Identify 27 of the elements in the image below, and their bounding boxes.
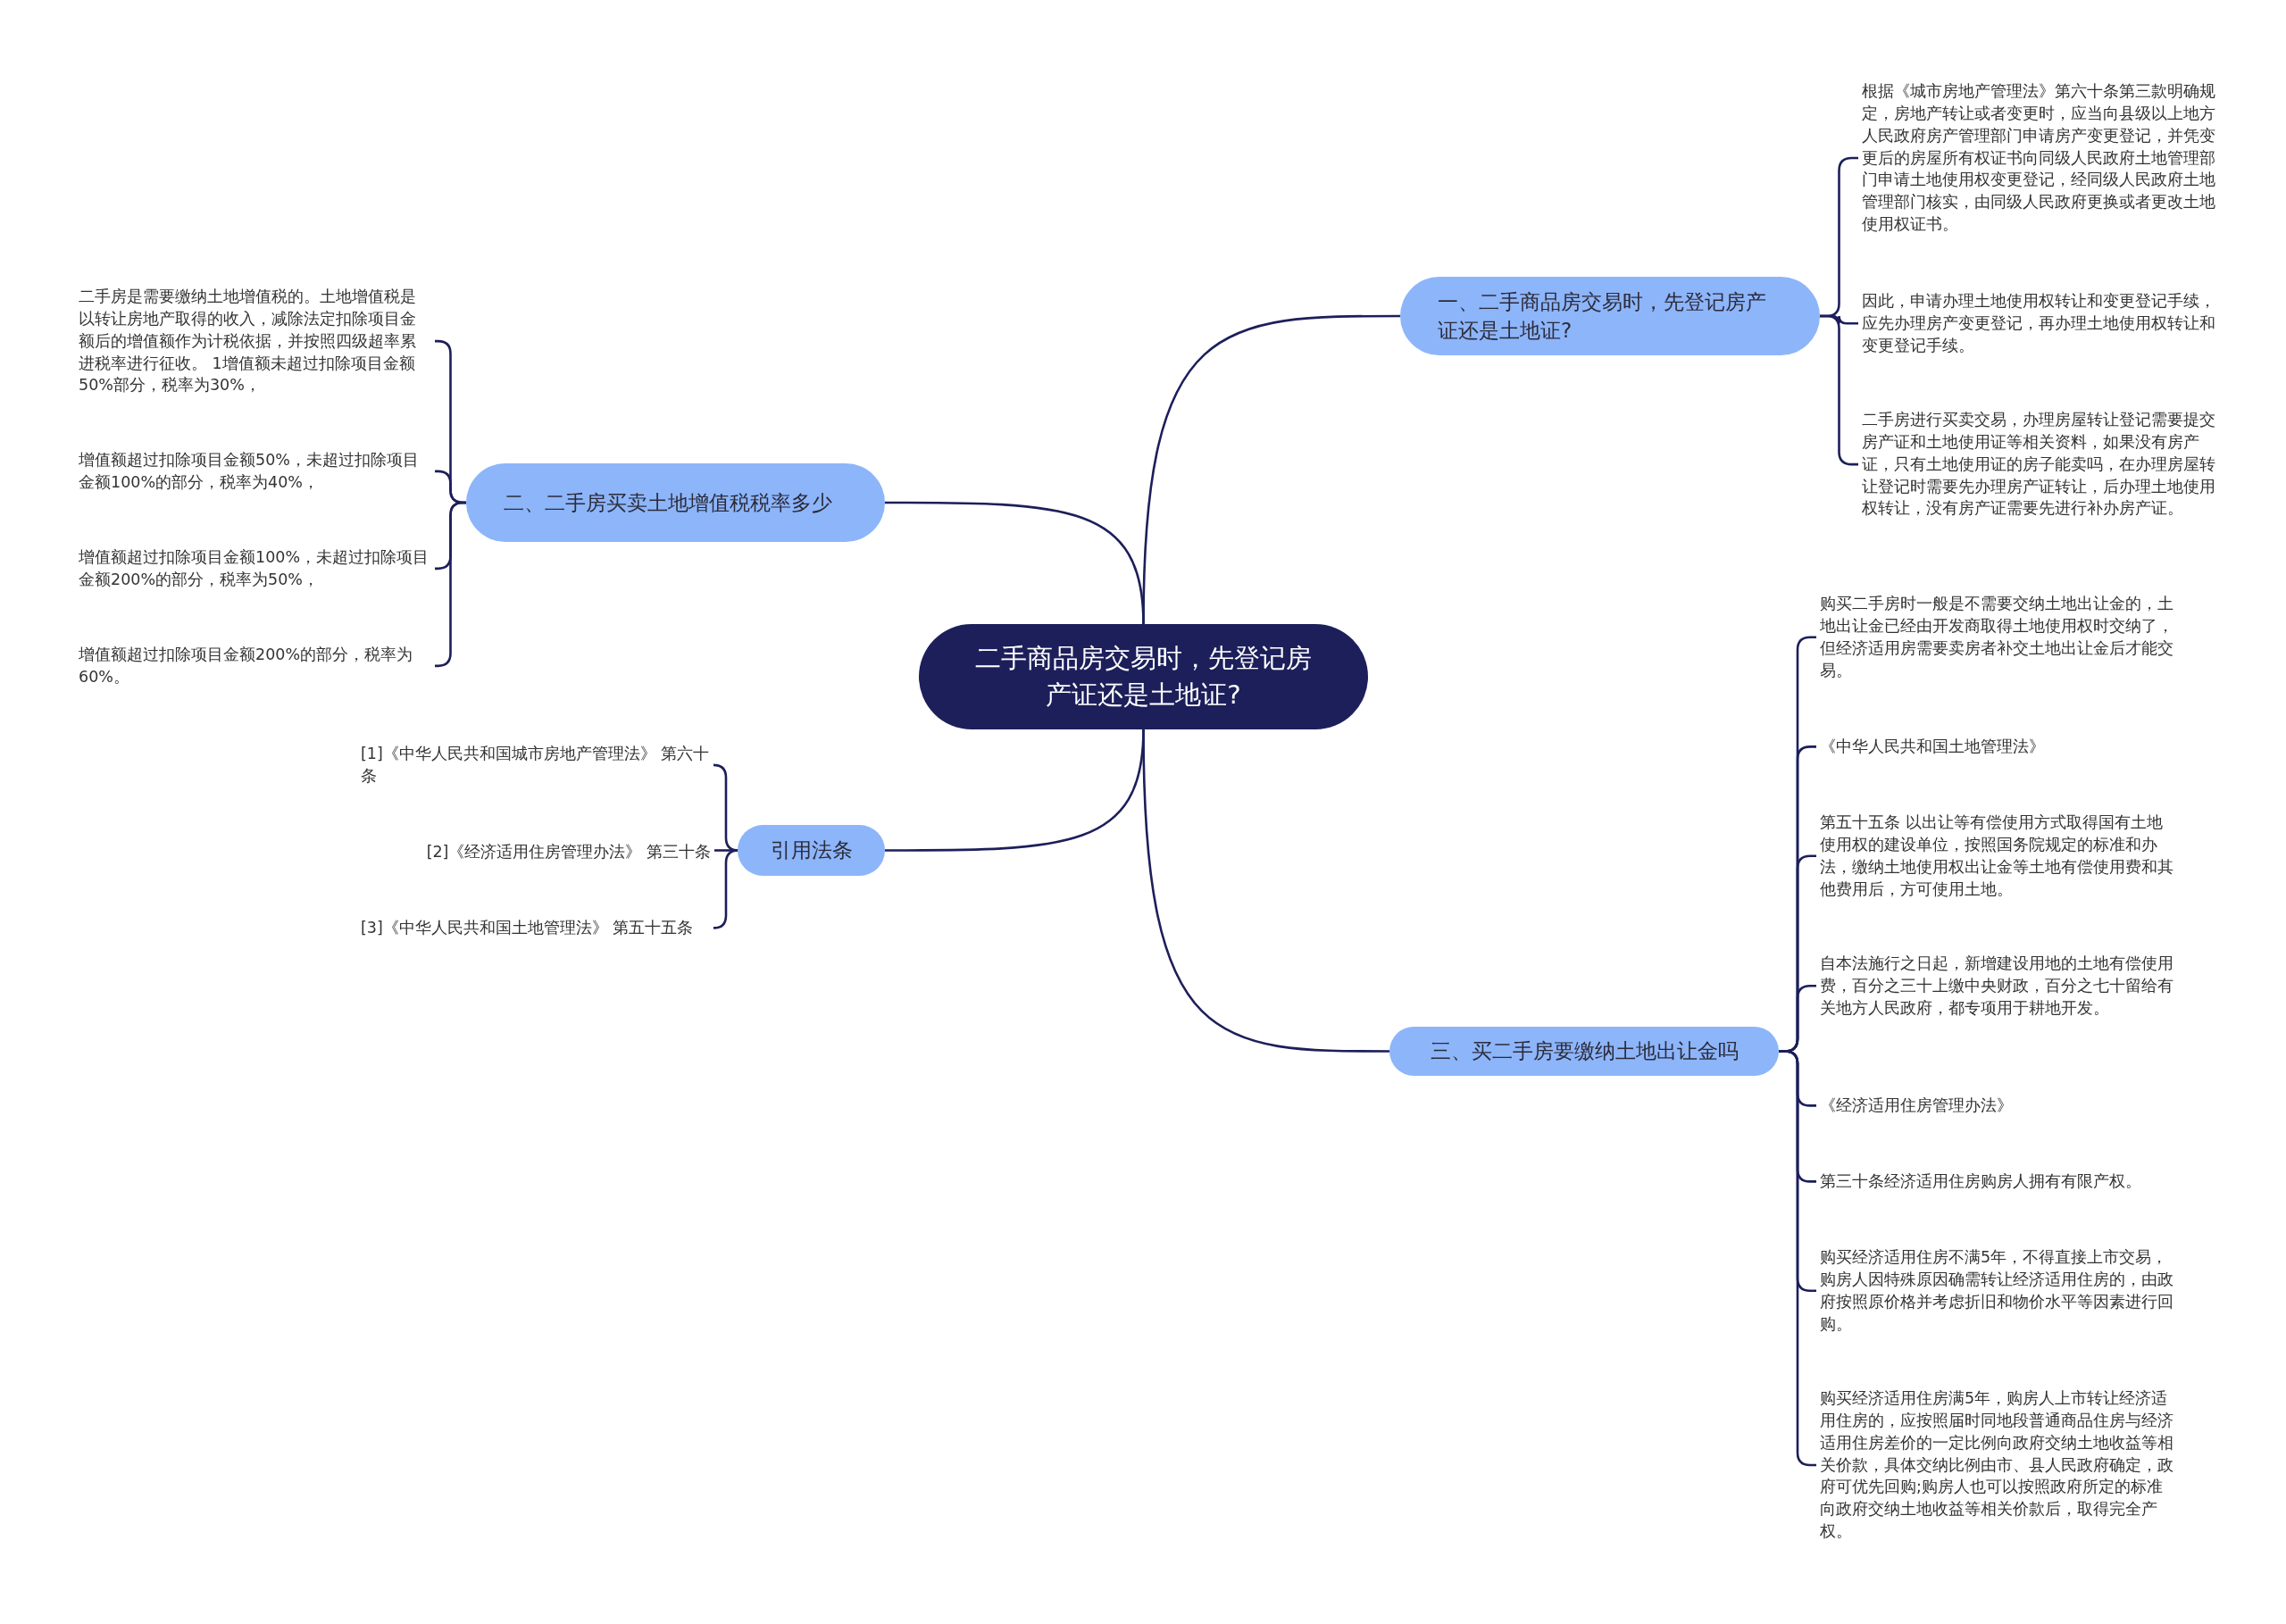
leaf-text: 二手房是需要缴纳土地增值税的。土地增值税是以转让房地产取得的收入，减除法定扣除项目金额后的增值额作为计税依据，并按照四级超率累进税率进行征收。 1增值额未超过扣除项目金额50%部分，税率为30%， — [79, 286, 431, 397]
leaf-text: 《经济适用住房管理办法》 — [1820, 1095, 2177, 1117]
leaf-text: 增值额超过扣除项目金额200%的部分，税率为60%。 — [79, 644, 431, 688]
leaf-text: 购买二手房时一般是不需要交纳土地出让金的，土地出让金已经由开发商取得土地使用权时交纳了，但经济适用房需要卖房者补交土地出让金后才能交易。 — [1820, 593, 2177, 682]
branch-topic: 引用法条 — [738, 825, 885, 876]
connector-line — [1779, 1050, 1816, 1467]
branch-topic: 一、二手商品房交易时，先登记房产证还是土地证? — [1400, 277, 1820, 355]
leaf-text: 增值额超过扣除项目金额50%，未超过扣除项目金额100%的部分，税率为40%， — [79, 449, 431, 494]
leaf-text: 根据《城市房地产管理法》第六十条第三款明确规定，房地产转让或者变更时，应当向县级以上地方人民政府房产管理部门申请房产变更登记，并凭变更后的房屋所有权证书向同级人民政府土地管理部门申请土地使用权变更登记，经同级人民政府土地管理部门核实，由同级人民政府更换或者更改土地使用权证书。 — [1862, 80, 2219, 236]
connector-line — [714, 849, 738, 852]
leaf-text: 《中华人民共和国土地管理法》 — [1820, 736, 2177, 758]
branch-topic: 三、买二手房要缴纳土地出让金吗 — [1389, 1027, 1779, 1076]
leaf-text: 第五十五条 以出让等有偿使用方式取得国有土地使用权的建设单位，按照国务院规定的标准和办法，缴纳土地使用权出让金等土地有偿使用费和其他费用后，方可使用土地。 — [1820, 812, 2177, 901]
leaf-text: [3]《中华人民共和国土地管理法》 第五十五条 — [361, 917, 711, 939]
leaf-text: 自本法施行之日起，新增建设用地的土地有偿使用费，百分之三十上缴中央财政，百分之七十留给有关地方人民政府，都专项用于耕地开发。 — [1820, 953, 2177, 1020]
leaf-text: 增值额超过扣除项目金额100%，未超过扣除项目金额200%的部分，税率为50%， — [79, 546, 431, 591]
leaf-text: 第三十条经济适用住房购房人拥有有限产权。 — [1820, 1170, 2177, 1193]
leaf-text: [2]《经济适用住房管理办法》 第三十条 — [361, 841, 711, 863]
connector-line — [1142, 729, 1389, 1053]
leaf-text: 购买经济适用住房不满5年，不得直接上市交易，购房人因特殊原因确需转让经济适用住房的，由政府按照原价格并考虑折旧和物价水平等因素进行回购。 — [1820, 1246, 2177, 1336]
leaf-text: [1]《中华人民共和国城市房地产管理法》 第六十条 — [361, 743, 711, 787]
leaf-text: 二手房进行买卖交易，办理房屋转让登记需要提交房产证和土地使用证等相关资料，如果没有房产证，只有土地使用证的房子能卖吗，在办理房屋转让登记时需要先办理房产证转让，后办理土地使用权转让，没有房产证需要先进行补办房产证。 — [1862, 409, 2219, 521]
central-topic: 二手商品房交易时，先登记房产证还是土地证? — [919, 624, 1368, 729]
leaf-text: 因此，申请办理土地使用权转让和变更登记手续，应先办理房产变更登记，再办理土地使用权转让和变更登记手续。 — [1862, 290, 2219, 357]
connector-line — [885, 501, 1145, 625]
leaf-text: 购买经济适用住房满5年，购房人上市转让经济适用住房的，应按照届时同地段普通商品住房与经济适用住房差价的一定比例向政府交纳土地收益等相关价款，具体交纳比例由市、县人民政府确定，政府可优先回购;购房人也可以按照政府所定的标准向政府交纳土地收益等相关价款后，取得完全产权。 — [1820, 1387, 2177, 1543]
branch-topic: 二、二手房买卖土地增值税税率多少 — [466, 463, 885, 542]
